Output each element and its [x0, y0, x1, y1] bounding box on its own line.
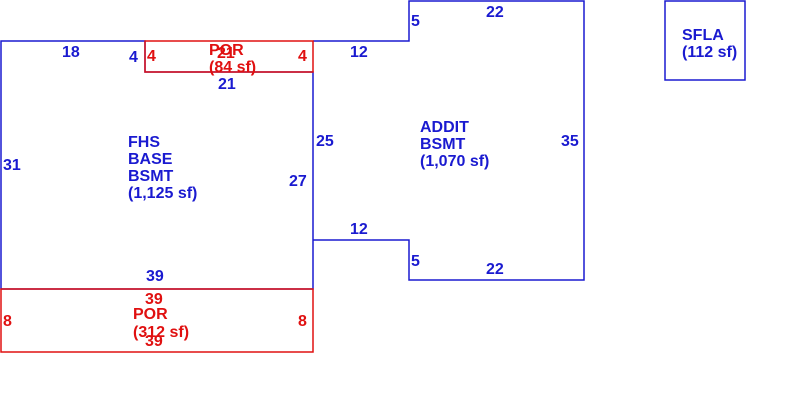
- porch-bottom-area: (312 sf): [133, 324, 189, 341]
- dim-addit-bottom-join: 12: [350, 221, 368, 238]
- addit-bsmt-outline: [313, 0, 585, 281]
- dim-fhs-right-lower: 27: [289, 173, 307, 190]
- dim-porch-bottom-right: 8: [298, 313, 307, 330]
- dim-porch-bottom-top: 39: [145, 291, 163, 308]
- fhs-base-label-1: FHS: [128, 134, 160, 151]
- porch-bottom-label: POR: [133, 306, 168, 323]
- sfla-outline: [664, 0, 746, 81]
- dim-fhs-bottom: 39: [146, 268, 164, 285]
- porch-top-area: (84 sf): [209, 59, 256, 76]
- porch-top-overlap: 21: [217, 45, 235, 62]
- dim-addit-right: 35: [561, 133, 579, 150]
- dim-addit-top-step: 5: [411, 13, 420, 30]
- dim-fhs-notch: 4: [129, 49, 138, 66]
- dim-fhs-right-upper: 25: [316, 133, 334, 150]
- dim-porch-bottom-bottom: 39: [145, 333, 163, 350]
- dim-fhs-top-inner: 21: [218, 76, 236, 93]
- porch-bottom-outline: [0, 288, 314, 353]
- dim-fhs-left: 31: [3, 157, 21, 174]
- porch-top-outline: [144, 40, 314, 73]
- dim-porch-top-left: 4: [147, 48, 156, 65]
- addit-bsmt-area: (1,070 sf): [420, 153, 489, 170]
- dim-addit-bottom: 22: [486, 261, 504, 278]
- fhs-base-label-3: BSMT: [128, 168, 174, 185]
- dim-fhs-top-left: 18: [62, 44, 80, 61]
- dim-addit-top: 22: [486, 4, 504, 21]
- fhs-base-label-2: BASE: [128, 151, 173, 168]
- dim-porch-top-right: 4: [298, 48, 307, 65]
- dim-addit-bottom-step: 5: [411, 253, 420, 270]
- dim-porch-bottom-left: 8: [3, 313, 12, 330]
- sfla-label: SFLA: [682, 27, 724, 44]
- addit-bsmt-label-2: BSMT: [420, 136, 466, 153]
- dim-addit-top-join: 12: [350, 44, 368, 61]
- porch-top-label: POR: [209, 42, 244, 59]
- sfla-area: (112 sf): [682, 44, 737, 61]
- fhs-base-area: (1,125 sf): [128, 185, 197, 202]
- addit-bsmt-label-1: ADDIT: [420, 119, 469, 136]
